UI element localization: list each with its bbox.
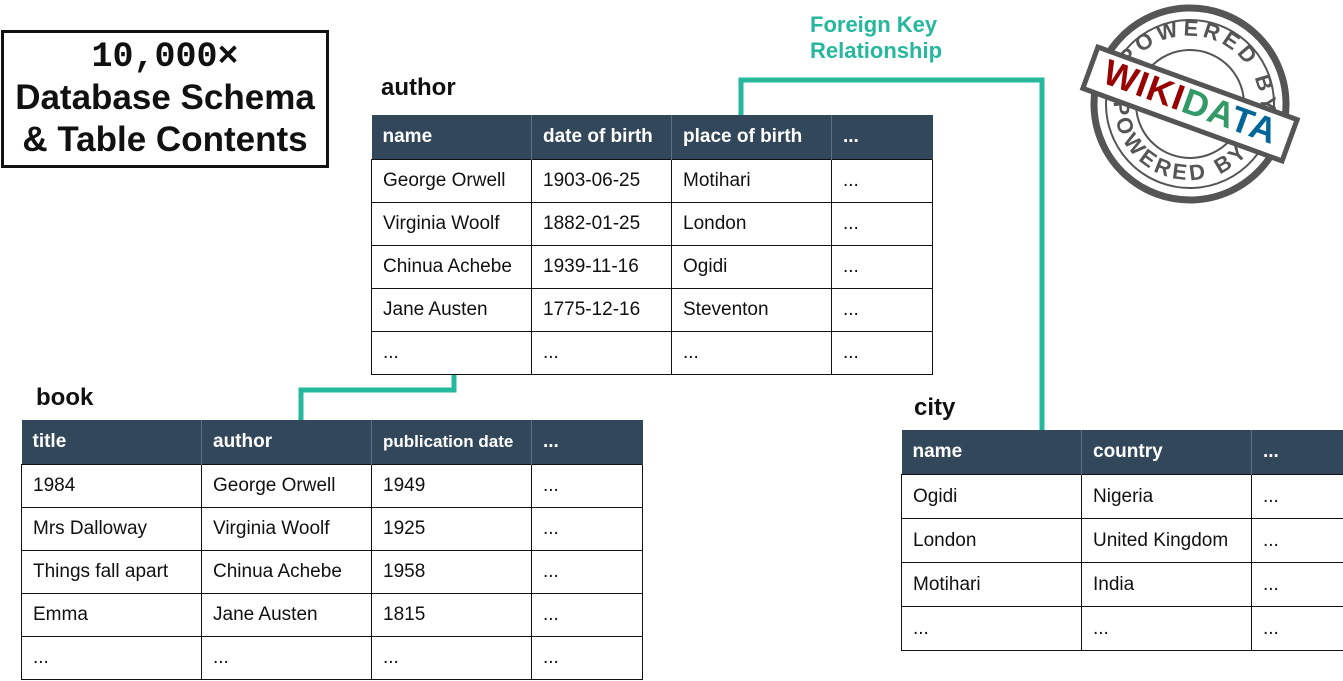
column-header: name [371, 115, 532, 160]
table-cell: Ogidi [901, 474, 1082, 519]
table-cell: 1775-12-16 [531, 288, 672, 332]
table-cell: ... [531, 550, 643, 594]
table-cell: ... [371, 636, 532, 680]
table-cell: Chinua Achebe [371, 245, 532, 289]
table-cell: London [901, 518, 1082, 563]
table-row: George Orwell 1903-06-25 Motihari ... [371, 159, 933, 203]
table-cell: ... [671, 331, 832, 375]
city-table: name country ... Ogidi Nigeria ... Londo… [901, 430, 1343, 651]
fk-label-line-2: Relationship [810, 38, 943, 63]
table-row: Chinua Achebe 1939-11-16 Ogidi ... [371, 245, 933, 289]
table-row: Emma Jane Austen 1815 ... [21, 593, 643, 637]
table-cell: ... [1251, 606, 1343, 651]
table-cell: 1903-06-25 [531, 159, 672, 203]
table-row: ... ... ... [901, 606, 1343, 651]
table-cell: ... [531, 593, 643, 637]
table-row: Ogidi Nigeria ... [901, 474, 1343, 519]
table-cell: ... [531, 464, 643, 508]
fk-label-line-1: Foreign Key [810, 12, 938, 37]
book-table-name: book [36, 384, 94, 411]
table-cell: ... [831, 159, 933, 203]
table-cell: 1815 [371, 593, 532, 637]
table-row: Things fall apart Chinua Achebe 1958 ... [21, 550, 643, 594]
table-cell: ... [531, 636, 643, 680]
table-cell: Virginia Woolf [201, 507, 372, 551]
table-cell: Emma [21, 593, 202, 637]
table-cell: ... [531, 331, 672, 375]
table-row: Jane Austen 1775-12-16 Steventon ... [371, 288, 933, 332]
table-cell: ... [201, 636, 372, 680]
header-row: title author publication date ... [21, 420, 643, 465]
table-cell: Things fall apart [21, 550, 202, 594]
fk-line-author-city [738, 77, 1045, 430]
powered-by-wikidata-stamp: POWERED BY POWERED BY WIKIDATA [1079, 0, 1304, 207]
table-cell: United Kingdom [1081, 518, 1252, 563]
foreign-key-label: Foreign Key Relationship [810, 12, 942, 64]
column-header: country [1081, 430, 1252, 475]
title-line-2: Database Schema [15, 78, 315, 117]
table-cell: ... [1251, 518, 1343, 563]
table-cell: Steventon [671, 288, 832, 332]
table-cell: George Orwell [371, 159, 532, 203]
table-row: ... ... ... ... [371, 331, 933, 375]
city-table-name: city [914, 394, 956, 421]
table-cell: ... [831, 288, 933, 332]
table-cell: London [671, 202, 832, 246]
header-row: name country ... [901, 430, 1343, 475]
table-cell: 1984 [21, 464, 202, 508]
table-cell: Motihari [671, 159, 832, 203]
title-line-1: 10,000× [91, 37, 239, 77]
column-header: title [21, 420, 202, 465]
table-cell: ... [1081, 606, 1252, 651]
table-cell: ... [1251, 474, 1343, 519]
author-table-name: author [381, 74, 456, 101]
table-row: London United Kingdom ... [901, 518, 1343, 563]
column-header: publication date [371, 420, 532, 465]
column-header: ... [531, 420, 643, 465]
title-line-3: & Table Contents [22, 120, 308, 159]
column-header: date of birth [531, 115, 672, 160]
column-header: ... [831, 115, 933, 160]
table-cell: Motihari [901, 562, 1082, 607]
table-cell: ... [831, 202, 933, 246]
column-header: ... [1251, 430, 1343, 475]
column-header: author [201, 420, 372, 465]
table-cell: 1925 [371, 507, 532, 551]
header-row: name date of birth place of birth ... [371, 115, 933, 160]
table-cell: ... [21, 636, 202, 680]
title-box: 10,000× Database Schema & Table Contents [1, 30, 329, 168]
table-cell: Chinua Achebe [201, 550, 372, 594]
table-cell: 1939-11-16 [531, 245, 672, 289]
table-cell: 1949 [371, 464, 532, 508]
table-cell: India [1081, 562, 1252, 607]
book-table: title author publication date ... 1984 G… [21, 420, 643, 680]
fk-line-book-author [298, 370, 457, 420]
table-cell: ... [831, 245, 933, 289]
table-cell: Nigeria [1081, 474, 1252, 519]
table-cell: ... [531, 507, 643, 551]
column-header: place of birth [671, 115, 832, 160]
table-cell: ... [901, 606, 1082, 651]
table-cell: Jane Austen [201, 593, 372, 637]
table-cell: ... [831, 331, 933, 375]
table-cell: 1958 [371, 550, 532, 594]
table-row: Virginia Woolf 1882-01-25 London ... [371, 202, 933, 246]
table-row: Mrs Dalloway Virginia Woolf 1925 ... [21, 507, 643, 551]
table-cell: Virginia Woolf [371, 202, 532, 246]
table-cell: George Orwell [201, 464, 372, 508]
table-row: ... ... ... ... [21, 636, 643, 680]
table-cell: Jane Austen [371, 288, 532, 332]
table-cell: 1882-01-25 [531, 202, 672, 246]
table-cell: Mrs Dalloway [21, 507, 202, 551]
table-row: 1984 George Orwell 1949 ... [21, 464, 643, 508]
table-row: Motihari India ... [901, 562, 1343, 607]
table-cell: ... [1251, 562, 1343, 607]
author-table: name date of birth place of birth ... Ge… [371, 115, 933, 375]
column-header: name [901, 430, 1082, 475]
table-cell: ... [371, 331, 532, 375]
table-cell: Ogidi [671, 245, 832, 289]
